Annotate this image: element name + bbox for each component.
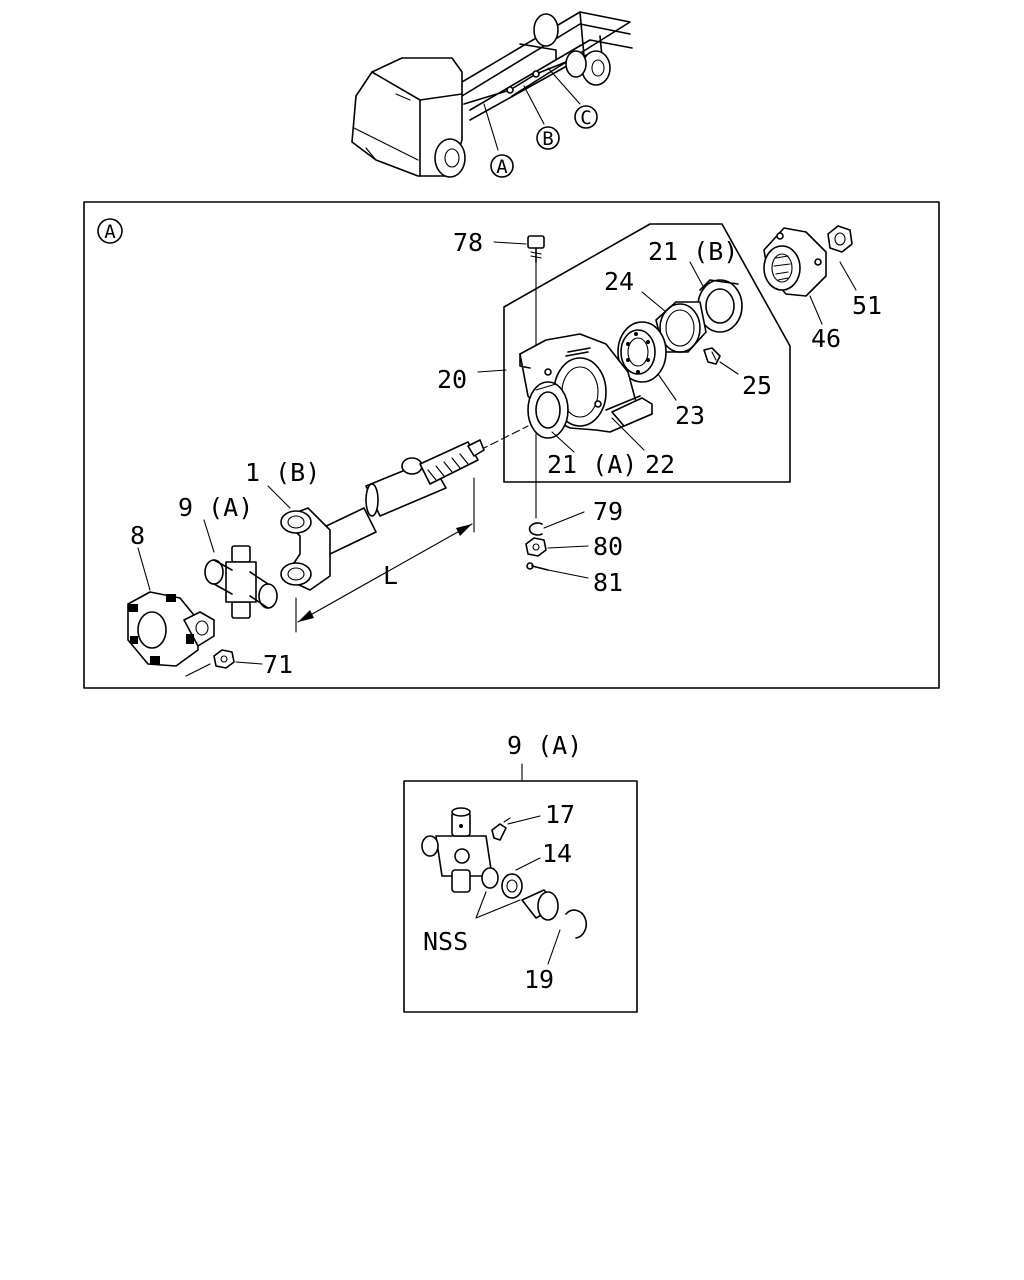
label-71: 71 xyxy=(263,650,293,679)
label-8: 8 xyxy=(130,521,145,550)
label-1b: 1 (B) xyxy=(245,458,320,487)
label-78: 78 xyxy=(453,228,483,257)
label-14: 14 xyxy=(542,839,572,868)
bearing-cup xyxy=(521,889,559,921)
label-81: 81 xyxy=(593,568,623,597)
nut-71 xyxy=(185,649,235,677)
truck-overview: A B C xyxy=(351,11,633,178)
washer-79 xyxy=(528,522,543,536)
snap-ring-19 xyxy=(565,909,588,939)
pin-81 xyxy=(526,562,549,571)
flange-46 xyxy=(763,227,827,297)
dimension-l xyxy=(295,477,475,633)
label-24: 24 xyxy=(604,267,634,296)
label-17: 17 xyxy=(545,800,575,829)
label-25: 25 xyxy=(742,371,772,400)
center-bearing-group-boundary xyxy=(503,223,791,483)
universal-joint-9a xyxy=(204,545,278,619)
front-wheel xyxy=(434,138,466,178)
spider-cross xyxy=(421,807,499,893)
label-21a: 21 (A) xyxy=(547,450,637,479)
label-nss: NSS xyxy=(423,927,468,956)
label-23: 23 xyxy=(675,401,705,430)
nut-51 xyxy=(827,225,853,253)
label-21b: 21 (B) xyxy=(648,237,738,266)
seal-21a xyxy=(527,381,569,439)
callout-a: A xyxy=(496,156,508,178)
label-9a: 9 (A) xyxy=(178,493,253,522)
detail-panel-frame xyxy=(403,780,638,1013)
label-22: 22 xyxy=(645,450,675,479)
seal-21b xyxy=(697,279,743,333)
label-19: 19 xyxy=(524,965,554,994)
callout-b: B xyxy=(542,128,553,150)
label-51: 51 xyxy=(852,291,882,320)
detail-title: 9 (A) xyxy=(507,731,582,760)
main-panel-frame xyxy=(83,201,940,689)
main-panel: A xyxy=(83,201,940,689)
seal-14 xyxy=(501,873,523,899)
nut-80 xyxy=(525,537,547,557)
label-20: 20 xyxy=(437,365,467,394)
bearing-23 xyxy=(617,321,667,383)
callout-c: C xyxy=(580,107,591,129)
panel-marker-a: A xyxy=(104,221,116,243)
propeller-shaft xyxy=(317,439,485,555)
label-79: 79 xyxy=(593,497,623,526)
label-46: 46 xyxy=(811,324,841,353)
rear-wheel-upper xyxy=(533,13,559,47)
bolt-78 xyxy=(527,235,545,349)
dimension-l-label: L xyxy=(383,561,398,590)
detail-panel: 9 (A) xyxy=(403,731,638,1013)
yoke-1b xyxy=(280,507,331,591)
fitting-25 xyxy=(703,347,721,365)
label-80: 80 xyxy=(593,532,623,561)
truck-cab xyxy=(351,57,463,177)
flange-yoke-8 xyxy=(127,591,215,667)
grease-nipple-17 xyxy=(491,817,511,841)
